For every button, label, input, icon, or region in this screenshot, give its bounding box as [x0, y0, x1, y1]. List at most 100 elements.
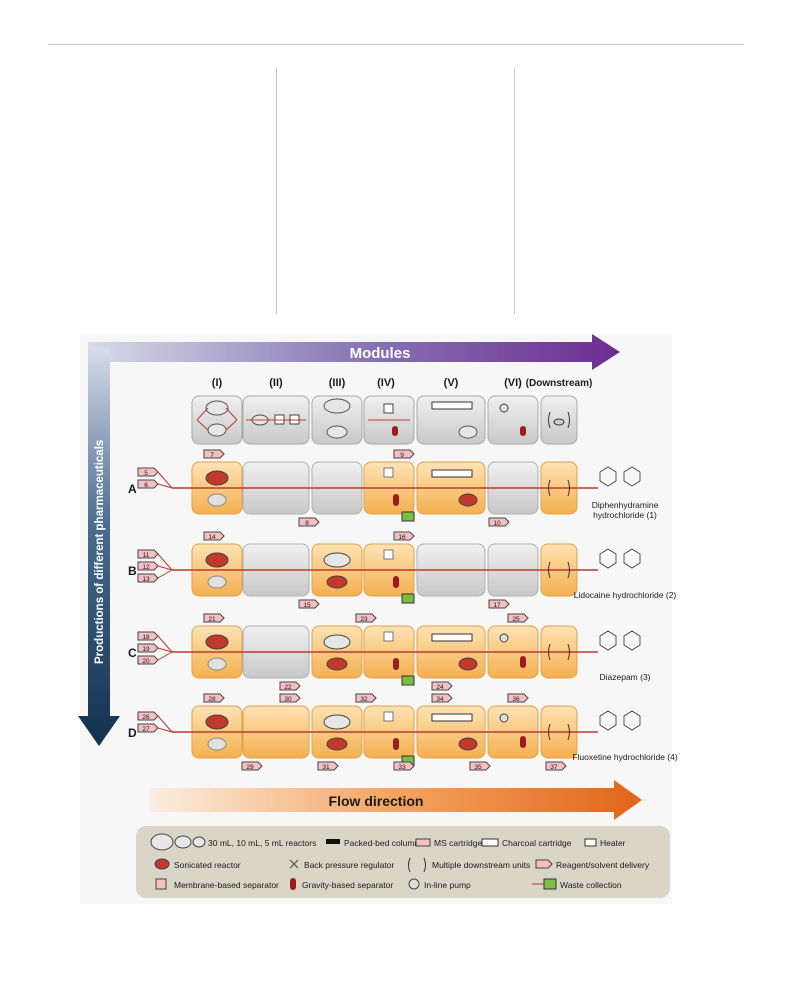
inlet-line: [157, 651, 173, 661]
modules-arrow: Modules: [88, 334, 620, 370]
reagent-number: 25: [512, 616, 520, 623]
reagent-number: 5: [144, 470, 148, 477]
legend-packed-bed-label: Packed-bed column: [344, 838, 419, 848]
row-letter: A: [128, 482, 137, 496]
modules-title: Modules: [350, 345, 411, 362]
legend-sonicated-label: Sonicated reactor: [174, 860, 241, 870]
reactor-5: [207, 657, 227, 671]
reagent-number: 17: [493, 602, 501, 609]
reagent-delivery: [393, 449, 415, 459]
reagent-delivery: [431, 693, 453, 703]
membrane-separator: [383, 711, 394, 722]
reagent-number: 22: [284, 684, 292, 691]
inlet-line: [157, 715, 173, 733]
reagent-number: 31: [322, 764, 330, 771]
module-label-2: (II): [269, 377, 283, 389]
inline-pump: [499, 633, 509, 643]
reagent-number: 10: [493, 520, 501, 527]
legend-ms-symbol: [415, 838, 431, 847]
reagent-number: 34: [436, 696, 444, 703]
legend: 30 mL, 10 mL, 5 mL reactors Packed-bed c…: [136, 826, 670, 898]
legend-reactor-30: [150, 833, 174, 851]
reagent-number: 19: [142, 646, 150, 653]
reactor-10: [205, 714, 229, 730]
reagent-delivery: [431, 681, 453, 691]
downstream-unit: [548, 479, 570, 497]
reactor-30: [323, 552, 351, 568]
thumb-module-1: [191, 395, 243, 445]
legend-packed-bed-symbol: [326, 839, 340, 844]
module-label-downstream: (Downstream): [526, 378, 593, 389]
reagent-delivery: [137, 561, 159, 571]
downstream-unit: [548, 643, 570, 661]
reagent-delivery: [137, 467, 159, 477]
page-top-rule: [48, 44, 744, 45]
waste-collection: [401, 675, 415, 686]
reagent-number: 29: [246, 764, 254, 771]
reagent-delivery: [137, 631, 159, 641]
reactor-10: [205, 552, 229, 568]
productions-title: Productions of different pharmaceuticals: [94, 440, 106, 664]
legend-waste-label: Waste collection: [560, 880, 622, 890]
reactor-30: [323, 714, 351, 730]
reagent-number: 6: [144, 482, 148, 489]
reagent-number: 30: [284, 696, 292, 703]
reactor-10: [326, 657, 348, 671]
reagent-number: 9: [400, 452, 404, 459]
reagent-delivery: [137, 711, 159, 721]
productions-arrow: Productions of different pharmaceuticals: [78, 348, 120, 746]
gravity-separator: [393, 576, 399, 588]
reagent-number: 12: [142, 564, 150, 571]
legend-membrane-symbol: [155, 878, 167, 890]
product-structure: [599, 548, 641, 569]
legend-reactor-10: [174, 835, 192, 849]
reagent-number: 11: [143, 552, 150, 559]
reagent-delivery: [355, 693, 377, 703]
reagent-number: 23: [360, 616, 368, 623]
reagent-delivery: [137, 723, 159, 733]
legend-membrane-label: Membrane-based separator: [174, 880, 279, 890]
membrane-separator: [383, 467, 394, 478]
module-label-6: (VI): [504, 377, 522, 389]
reagent-delivery: [279, 693, 301, 703]
membrane-separator: [383, 549, 394, 560]
legend-reagent-label: Reagent/solvent delivery: [556, 860, 650, 870]
inlet-line: [157, 569, 173, 579]
reactor-5: [207, 737, 227, 751]
inlet-line: [157, 647, 173, 653]
gravity-separator: [520, 656, 526, 668]
inlet-line: [157, 565, 173, 571]
product-structure: [599, 710, 641, 731]
reagent-number: 33: [398, 764, 406, 771]
product-name: Diphenhydramine: [592, 500, 659, 510]
reagent-delivery: [488, 517, 510, 527]
reagent-number: 14: [208, 534, 216, 541]
reagent-delivery: [507, 693, 529, 703]
legend-bpr-label: Back pressure regulator: [304, 860, 394, 870]
legend-gravity-label: Gravity-based separator: [302, 880, 393, 890]
module-label-3: (III): [329, 377, 346, 389]
flow-title: Flow direction: [329, 793, 424, 809]
gravity-separator: [520, 736, 526, 748]
column-divider-left: [276, 68, 277, 314]
reagent-delivery: [241, 761, 263, 771]
module-thumbnails: [191, 395, 578, 445]
gravity-separator: [393, 494, 399, 506]
downstream-unit: [548, 723, 570, 741]
flow-platform-figure: Modules Productions of different pharmac…: [78, 334, 678, 904]
legend-sonicated-symbol: [154, 858, 170, 870]
reagent-number: 16: [398, 534, 406, 541]
module-label-1: (I): [212, 377, 223, 389]
reagent-delivery: [279, 681, 301, 691]
module-header-labels: (I) (II) (III) (IV) (V) (VI) (Downstream…: [212, 377, 593, 389]
reagent-number: 37: [550, 764, 558, 771]
reactor-5: [207, 575, 227, 589]
reagent-delivery: [488, 599, 510, 609]
legend-reactors-label: 30 mL, 10 mL, 5 mL reactors: [208, 838, 316, 848]
product-name: Diazepam (3): [599, 672, 650, 682]
legend-charcoal-symbol: [481, 838, 499, 847]
